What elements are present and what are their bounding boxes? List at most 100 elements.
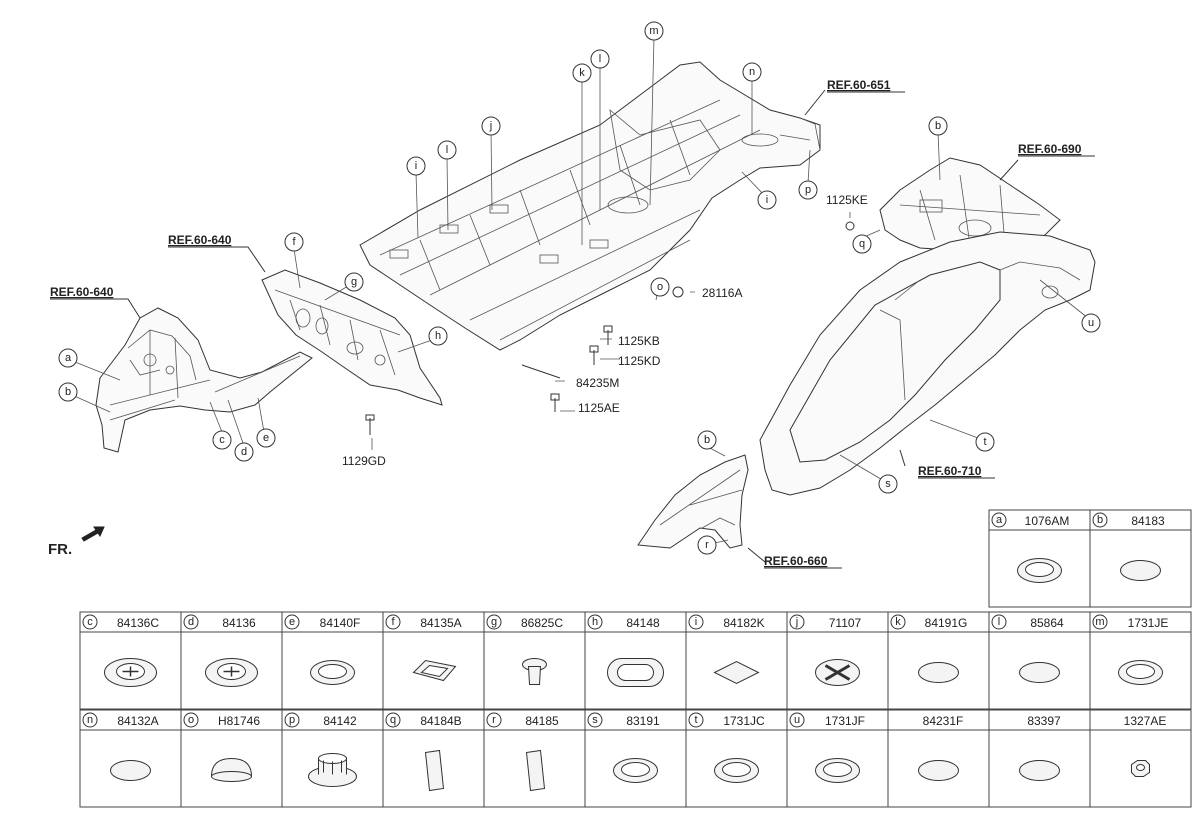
svg-text:m: m: [649, 25, 658, 37]
legend-letter-circle: [1092, 512, 1108, 528]
legend-letter: q: [390, 714, 396, 726]
callout-i2: i: [757, 190, 777, 210]
ref-label-front-member: REF.60-640: [50, 285, 114, 299]
legend-letter: l: [998, 616, 1000, 628]
legend-letter-circle: [284, 614, 300, 630]
legend-letter: o: [188, 714, 194, 726]
label-84235M: 84235M: [576, 376, 619, 390]
svg-text:k: k: [579, 67, 585, 79]
svg-text:a: a: [65, 352, 72, 364]
svg-text:e: e: [263, 432, 269, 444]
ref-label-rear: REF.60-690: [1018, 142, 1082, 156]
legend-cell-1731JC: t 1731JC: [685, 709, 788, 808]
front-side-member-drawing: [95, 307, 313, 453]
callout-t: t: [975, 432, 995, 452]
legend-part-code: 71107: [829, 616, 862, 630]
legend-letter: j: [795, 616, 798, 628]
svg-text:b: b: [65, 386, 71, 398]
callout-n: n: [742, 62, 762, 82]
svg-text:h: h: [435, 330, 441, 342]
legend-cell-84148: h 84148: [584, 611, 687, 710]
legend-part-code: 84140F: [320, 616, 361, 630]
legend-cell-84136C: c 84136C: [79, 611, 182, 710]
legend-letter: i: [695, 616, 697, 628]
legend-letter: g: [491, 616, 497, 628]
part-cross-icon: [815, 659, 860, 686]
legend-letter-circle: [789, 614, 805, 630]
legend-letter: t: [694, 714, 697, 726]
part-disc-icon: [110, 760, 151, 781]
legend-part-code: 84136C: [117, 616, 159, 630]
svg-text:i: i: [766, 194, 768, 206]
callout-q: q: [852, 234, 872, 254]
callout-f: f: [284, 232, 304, 252]
part-star-icon: [104, 658, 157, 687]
legend-letter: c: [87, 616, 93, 628]
svg-text:l: l: [446, 144, 448, 156]
rear-floor-drawing: [879, 157, 1061, 251]
diagram-callouts: a b c d e f g h i l j k l m n i p b q u …: [58, 21, 1101, 555]
svg-text:i: i: [415, 160, 417, 172]
callout-o: o: [650, 277, 670, 297]
legend-part-code: 84142: [323, 714, 357, 728]
svg-text:g: g: [351, 276, 357, 288]
callout-c: c: [212, 430, 232, 450]
part-ring-icon: [613, 758, 658, 783]
label-28116A: 28116A: [702, 286, 742, 300]
legend-letter-circle: [789, 712, 805, 728]
svg-text:u: u: [1088, 317, 1094, 329]
legend-letter-circle: [82, 712, 98, 728]
legend-part-code: 1731JC: [723, 714, 765, 728]
legend-cell-1327AE: 1327AE: [1089, 709, 1192, 808]
part-ring-icon: [714, 758, 759, 783]
part-number-labels: 1129GD 1125KE 28116A 1125KB 1125KD 84235…: [342, 193, 868, 468]
legend-letter-circle: [688, 614, 704, 630]
callout-b: b: [58, 382, 78, 402]
legend-part-code: 1327AE: [1124, 714, 1167, 728]
callout-b3: b: [697, 430, 717, 450]
legend-part-code: 84184B: [420, 714, 461, 728]
part-pad-icon: [525, 749, 546, 792]
legend-letter-circle: [991, 614, 1007, 630]
callout-i: i: [406, 156, 426, 176]
side-outer-panel-drawing: [759, 231, 1096, 496]
part-nut-icon: [1131, 760, 1150, 777]
front-direction-indicator: FR.: [48, 526, 105, 558]
legend-letter: r: [492, 714, 496, 726]
front-label: FR.: [48, 541, 72, 558]
callout-s: s: [878, 474, 898, 494]
part-disc-icon: [1019, 662, 1060, 683]
callout-g: g: [344, 272, 364, 292]
part-disc-icon: [918, 662, 959, 683]
callout-b2: b: [928, 116, 948, 136]
legend-letter: h: [592, 616, 598, 628]
part-clip-icon: [522, 658, 547, 685]
legend-letter: m: [1095, 616, 1104, 628]
legend-letter: e: [289, 616, 295, 628]
svg-text:b: b: [704, 434, 710, 446]
legend-letter-circle: [385, 712, 401, 728]
legend-part-code: 83191: [626, 714, 660, 728]
legend-part-code: 84132A: [117, 714, 158, 728]
legend-cell-84140F: e 84140F: [281, 611, 384, 710]
label-1125AE: 1125AE: [578, 401, 620, 415]
svg-text:j: j: [489, 120, 492, 132]
front-fender-drawing: [637, 454, 749, 549]
svg-text:l: l: [599, 53, 601, 65]
legend-part-code: 84148: [626, 616, 660, 630]
legend-part-code: 1731JE: [1128, 616, 1169, 630]
part-ring-icon: [815, 758, 860, 783]
callout-r: r: [697, 535, 717, 555]
legend-letter-circle: [284, 712, 300, 728]
legend-letter-circle: [587, 614, 603, 630]
part-disc-icon: [1120, 560, 1161, 581]
label-1129GD: 1129GD: [342, 454, 386, 468]
part-grommet-icon: [308, 753, 357, 787]
callout-e: e: [256, 428, 276, 448]
legend-letter-circle: [890, 614, 906, 630]
